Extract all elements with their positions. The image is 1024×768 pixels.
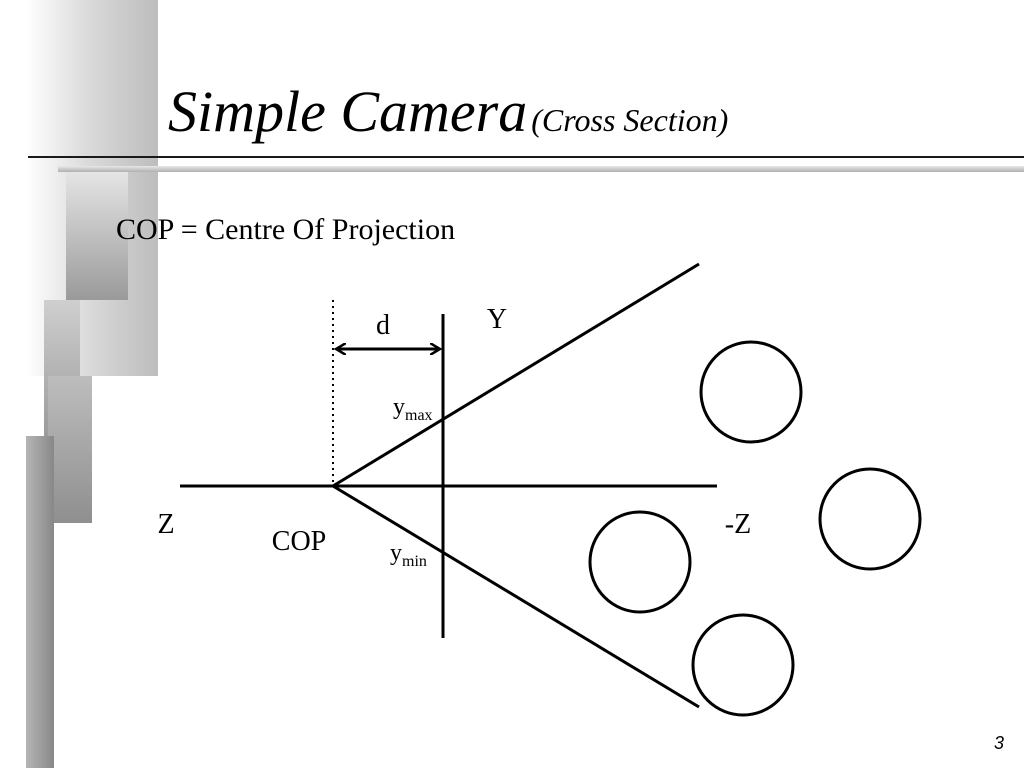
object-circle [691,613,795,717]
label-z: Z [157,509,174,540]
label-d: d [376,310,390,341]
decor-bar [48,376,92,523]
object-circle [588,510,692,614]
label-ymax-sub: max [405,407,433,424]
label-neg-z: -Z [725,509,751,540]
slide-title: Simple Camera (Cross Section) [168,78,728,145]
label-ymin: ymin [390,540,427,570]
label-ymin-base: y [390,540,402,566]
label-ymax-base: y [393,394,405,420]
label-cop: COP [272,526,326,557]
decor-bar [26,436,54,768]
frustum-upper-ray [332,262,700,488]
object-circle [818,467,922,571]
title-suffix: (Cross Section) [531,102,729,138]
label-ymin-sub: min [402,553,427,570]
label-y-axis: Y [487,304,507,335]
label-ymax: ymax [393,394,433,424]
title-rule-shadow [58,166,1024,172]
frustum-lower-ray [332,484,700,709]
title-main: Simple Camera [168,79,528,144]
subtitle: COP = Centre Of Projection [116,213,456,246]
title-rule [28,156,1024,158]
decor-bar [66,170,128,300]
page-number: 3 [993,733,1004,753]
object-circle [699,340,803,444]
